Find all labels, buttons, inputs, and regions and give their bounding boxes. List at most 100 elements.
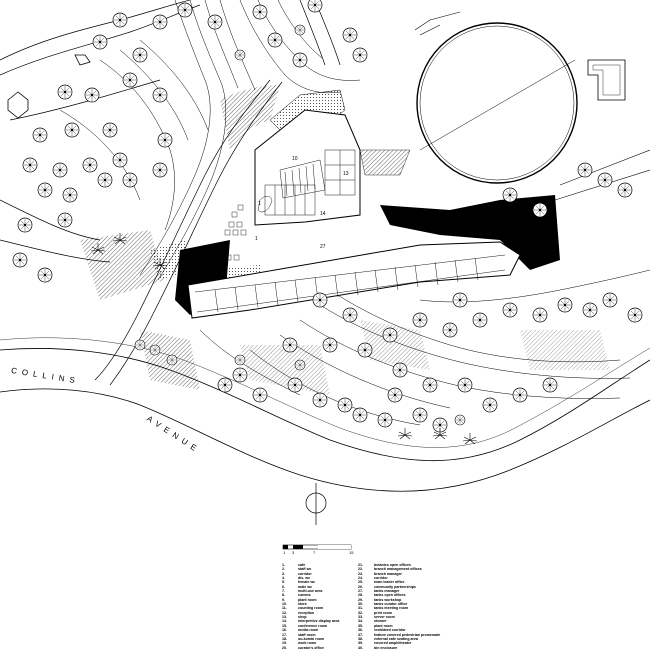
legend-item: 4. dis. wc	[282, 576, 377, 580]
legend-item-number: 9.	[282, 597, 285, 602]
legend-item-label: cafe	[298, 563, 306, 567]
legend-item: 26. community partnerships	[358, 585, 453, 589]
legend-item-label: ou-kombi room	[298, 636, 325, 641]
legend-item-number: 26.	[358, 584, 363, 589]
scale-tick-label: 7	[313, 550, 316, 555]
legend-item-label: community partnerships	[374, 584, 416, 589]
legend-item: 19.work room	[282, 641, 377, 645]
legend-item-number: 21.	[358, 563, 363, 567]
legend-item-number: 18.	[282, 636, 287, 641]
legend-item-label: corridor	[374, 576, 388, 581]
legend-item-label: media room	[298, 628, 319, 633]
legend-item-label: reception	[298, 610, 315, 615]
legend-item-label: store	[298, 602, 307, 607]
legend-item-label: dis. wc	[298, 576, 310, 581]
legend-item-label: conference room	[298, 623, 328, 628]
legend-item: 13. shop	[282, 615, 377, 619]
legend-item: 28.tanks open offices	[358, 593, 453, 597]
legend-item-number: 6.	[282, 584, 285, 589]
legend-item-label: shower	[374, 619, 387, 624]
legend-item-label: print room	[374, 610, 392, 615]
legend-item-number: 13.	[282, 615, 287, 620]
room-number: 10	[292, 156, 298, 162]
legend-item-label: plant room	[298, 597, 317, 602]
legend-item-number: 12.	[282, 610, 287, 615]
legend-item-number: 23.	[358, 571, 363, 576]
legend-item-number: 24.	[358, 576, 363, 581]
legend-item-number: 8.	[282, 593, 285, 598]
legend-item-label: tanks open offices	[374, 593, 406, 598]
legend-item-label: interpretive display area	[298, 619, 340, 624]
legend-item: 5. female wc	[282, 580, 377, 584]
legend-item-number: 5.	[282, 580, 285, 585]
legend-item: 24. corridor	[358, 576, 453, 580]
legend-item-label: tanks workshop	[374, 597, 402, 602]
legend-item: 39.covered amphitheatre	[358, 641, 453, 645]
legend-item-number: 27.	[358, 589, 363, 594]
legend-item-number: 17.	[282, 632, 287, 637]
legend-item: 34. shower	[358, 619, 453, 623]
legend-item-number: 2.	[282, 567, 285, 572]
legend-item-number: 31.	[358, 606, 363, 611]
legend-item: 40.bin enclosure	[358, 646, 453, 650]
legend-item: 33.server room	[358, 615, 453, 619]
legend-item-label: male wc	[298, 584, 312, 589]
legend-item: 20. curator's office	[282, 646, 377, 650]
legend-item-number: 10.	[282, 602, 287, 607]
legend-item-number: 22.	[358, 567, 363, 572]
legend-item-label: feature covered pedestrian promenade	[374, 632, 441, 637]
legend-item: 21. botanics open offices	[358, 563, 453, 567]
legend-item-label: plant room	[374, 623, 393, 628]
legend-item-label: tanks manager	[374, 589, 400, 594]
legend-item-label: female wc	[298, 580, 316, 585]
room-number: 1	[255, 236, 258, 242]
legend-item-label: tanks curator office	[374, 602, 408, 607]
legend-item: 6. male wc	[282, 585, 377, 589]
legend-item-label: tanks meeting room	[374, 606, 409, 611]
room-number: 27	[320, 244, 326, 250]
legend-item-label: multi-use area	[298, 589, 323, 594]
legend-item-label: botanics open offices	[374, 563, 411, 567]
legend-item-number: 36.	[358, 628, 363, 633]
legend-item-label: external cafe seating area	[374, 636, 418, 641]
legend-item: 16.media room	[282, 628, 377, 632]
legend-item-number: 33.	[358, 615, 363, 620]
legend-item: 10. store	[282, 602, 377, 606]
legend-item-number: 20.	[282, 645, 287, 650]
room-number: 14	[320, 211, 326, 217]
legend-item: 9. plant room	[282, 598, 377, 602]
scale-bar-labels: 1 3 7 15	[283, 550, 353, 556]
legend-item: 18. ou-kombi room	[282, 637, 377, 641]
legend-item-label: shop	[298, 615, 307, 620]
legend-item: 15.conference room	[282, 624, 377, 628]
north-arrow	[305, 483, 327, 525]
collins-avenue-road	[0, 337, 650, 492]
legend-item-label: curator's office	[298, 645, 324, 650]
room-number: 13	[343, 171, 349, 177]
legend-item-label: comms	[298, 593, 311, 598]
legend-item-number: 4.	[282, 576, 285, 581]
legend-item: 37.feature covered pedestrian promenade	[358, 633, 453, 637]
legend-item-label: ventilated corridor	[374, 628, 406, 633]
legend-item: 1.cafe	[282, 563, 377, 567]
legend-item: 22.branch management offices	[358, 567, 453, 571]
legend-item: 36. ventilated corridor	[358, 628, 453, 632]
legend-item-number: 3.	[282, 571, 285, 576]
legend-item: 7. multi-use area	[282, 589, 377, 593]
legend-item-label: staff room	[298, 632, 316, 637]
room-number-labels: 10 14 27 13 1 1	[255, 156, 349, 250]
legend-item: 31. tanks meeting room	[358, 606, 453, 610]
legend-item-label: staff wc	[298, 567, 312, 572]
legend-item: 32.print room	[358, 611, 453, 615]
circular-tank	[414, 11, 578, 184]
legend-item-number: 7.	[282, 589, 285, 594]
legend-item-number: 34.	[358, 619, 363, 624]
legend-item: 23.branch manager	[358, 572, 453, 576]
legend-item: 12. reception	[282, 611, 377, 615]
legend-item-label: covered amphitheatre	[374, 641, 412, 646]
legend-item: 30.tanks curator office	[358, 602, 453, 606]
legend-item-number: 35.	[358, 623, 363, 628]
legend-item: 11.counting room	[282, 606, 377, 610]
